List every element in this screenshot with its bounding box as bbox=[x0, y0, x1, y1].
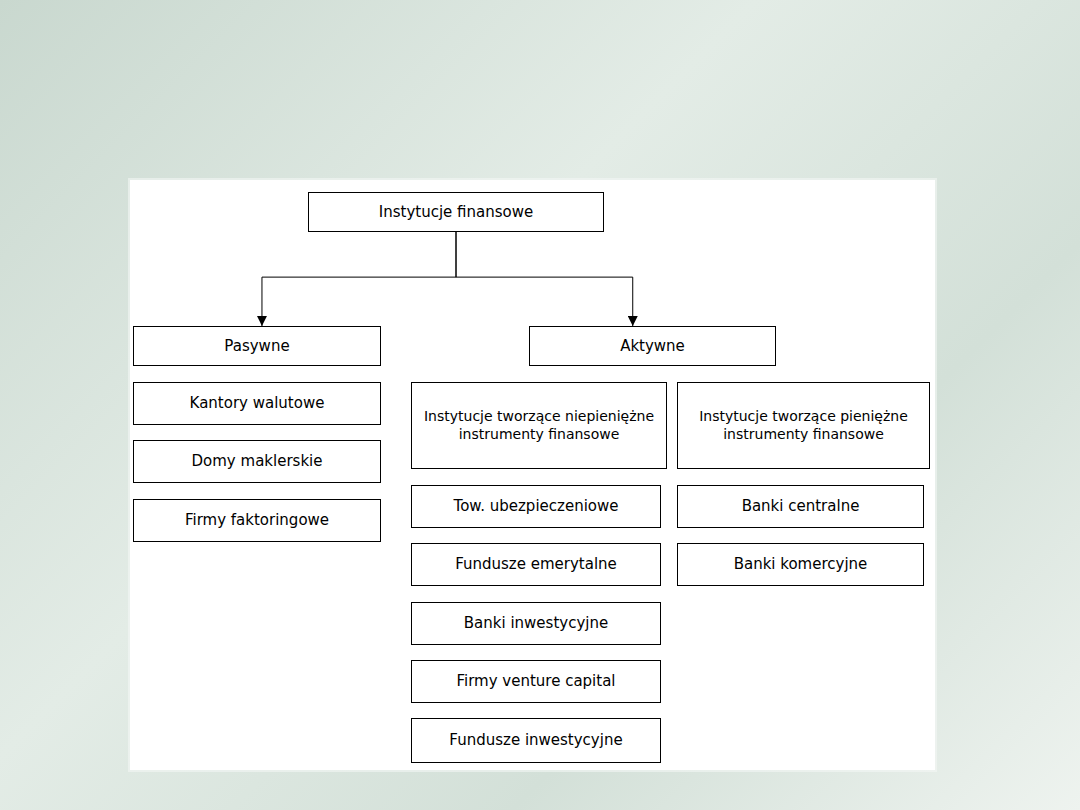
box-label: Aktywne bbox=[614, 335, 691, 358]
tree-connector bbox=[456, 232, 633, 326]
box-label: Instytucje finansowe bbox=[373, 201, 539, 224]
box-label: Instytucje tworzące niepieniężne instrum… bbox=[412, 406, 666, 445]
box-label: Banki centralne bbox=[736, 495, 866, 518]
box-label: Tow. ubezpieczeniowe bbox=[448, 495, 625, 518]
category-box: Domy maklerskie bbox=[133, 440, 381, 483]
panel-shadow bbox=[128, 178, 937, 772]
category-box: Firmy venture capital bbox=[411, 660, 661, 703]
white-panel bbox=[130, 180, 935, 770]
category-box: Banki komercyjne bbox=[677, 543, 924, 586]
category-box: Instytucje finansowe bbox=[308, 192, 604, 232]
category-box: Instytucje tworzące niepieniężne instrum… bbox=[411, 382, 667, 469]
box-label: Kantory walutowe bbox=[184, 392, 331, 415]
category-box: Pasywne bbox=[133, 326, 381, 366]
box-label: Banki komercyjne bbox=[728, 553, 874, 576]
category-box: Banki inwestycyjne bbox=[411, 602, 661, 645]
category-box: Fundusze emerytalne bbox=[411, 543, 661, 586]
box-label: Firmy faktoringowe bbox=[179, 509, 335, 532]
box-label: Pasywne bbox=[218, 335, 295, 358]
category-box: Instytucje tworzące pieniężne instrument… bbox=[677, 382, 930, 469]
box-label: Banki inwestycyjne bbox=[458, 612, 614, 635]
category-box: Firmy faktoringowe bbox=[133, 499, 381, 542]
category-box: Fundusze inwestycyjne bbox=[411, 718, 661, 763]
box-label: Firmy venture capital bbox=[450, 670, 621, 693]
box-label: Fundusze emerytalne bbox=[449, 553, 623, 576]
box-label: Domy maklerskie bbox=[186, 450, 329, 473]
tree-connector bbox=[262, 232, 456, 326]
category-box: Tow. ubezpieczeniowe bbox=[411, 485, 661, 528]
category-box: Kantory walutowe bbox=[133, 382, 381, 425]
box-label: Instytucje tworzące pieniężne instrument… bbox=[678, 406, 929, 445]
box-label: Fundusze inwestycyjne bbox=[443, 729, 628, 752]
category-box: Banki centralne bbox=[677, 485, 924, 528]
category-box: Aktywne bbox=[529, 326, 776, 366]
